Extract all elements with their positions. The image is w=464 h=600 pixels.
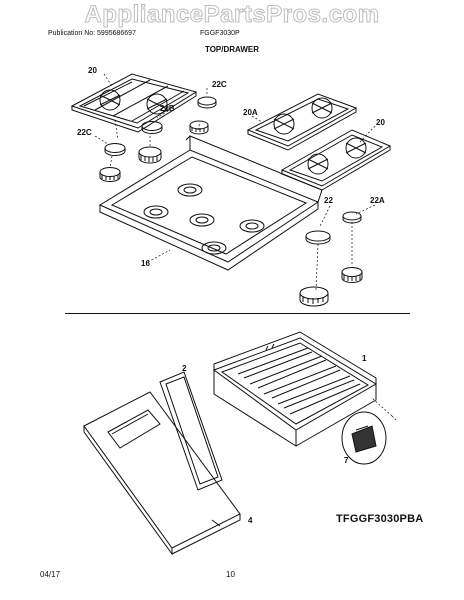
maintop (100, 136, 322, 270)
callout-20-right: 20 (376, 118, 385, 127)
left-grate (72, 74, 196, 132)
publication-number: Publication No: 5995686697 (48, 30, 136, 37)
callout-4: 4 (248, 516, 253, 525)
callout-20-left: 20 (88, 66, 97, 75)
drawer-body (214, 332, 376, 446)
drawer-front-panel (84, 392, 240, 554)
right-grate-20a (248, 94, 356, 150)
callout-2: 2 (182, 364, 187, 373)
burner-cap-22 (306, 231, 330, 244)
leader-lines (95, 74, 396, 420)
burner-cap-22b (142, 122, 162, 134)
callout-22: 22 (324, 196, 333, 205)
burner-head-center (190, 121, 208, 134)
drawer-glide-detail (342, 412, 386, 464)
divider-rule (65, 313, 410, 314)
callout-22a: 22A (370, 196, 385, 205)
burner-cap-22c-top (198, 97, 216, 108)
callout-1: 1 (362, 354, 367, 363)
diagram-code: TFGGF3030PBA (336, 513, 424, 525)
burner-cap-22c-left (105, 144, 125, 156)
callout-22c-top: 22C (212, 80, 227, 89)
callout-7: 7 (344, 456, 349, 465)
model-number: FGGF3030P (200, 30, 240, 37)
burner-head-right (342, 268, 362, 283)
drawer-panel-frame (160, 372, 222, 490)
burner-head-front-right (300, 287, 328, 306)
burner-head-front-left (100, 168, 120, 182)
section-title: TOP/DRAWER (204, 45, 260, 54)
burner-head-left (139, 147, 161, 163)
footer-page-number: 10 (226, 570, 235, 579)
burner-cap-22a (343, 212, 361, 223)
callout-22c-left: 22C (77, 128, 92, 137)
callout-22b: 22B (160, 104, 175, 113)
callout-20a: 20A (243, 108, 258, 117)
watermark: AppliancePartsPros.com (84, 1, 380, 29)
callout-16: 16 (141, 259, 150, 268)
footer-date: 04/17 (40, 570, 61, 579)
right-grate-20 (282, 130, 390, 190)
